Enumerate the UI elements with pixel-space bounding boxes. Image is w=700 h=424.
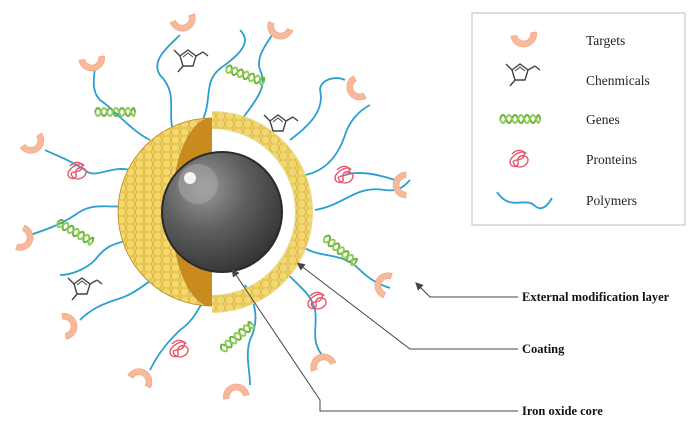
callout-lines	[231, 262, 518, 412]
svg-text:Chenmicals: Chenmicals	[586, 73, 650, 88]
svg-text:Targets: Targets	[586, 33, 625, 48]
legend-item-polymers: Polymers	[496, 191, 637, 210]
svg-text:Genes: Genes	[586, 112, 620, 127]
legend-frame	[471, 12, 686, 226]
legend-item-proteins: Pronteins	[509, 149, 637, 168]
legend: Targets Chenmicals Genes Pronteins Polym…	[471, 12, 686, 226]
nanoparticle	[117, 111, 313, 313]
legend-item-chemicals: Chenmicals	[505, 63, 650, 88]
callout-core: Iron oxide core	[522, 404, 603, 418]
iron-oxide-core	[161, 151, 283, 273]
polymer-icon	[496, 191, 553, 210]
callout-external-layer: External modification layer	[522, 290, 670, 304]
legend-item-genes: Genes	[499, 112, 620, 127]
callout-coating: Coating	[522, 342, 565, 356]
legend-item-targets: Targets	[510, 31, 625, 50]
svg-text:Pronteins: Pronteins	[586, 152, 637, 167]
svg-text:Polymers: Polymers	[586, 193, 637, 208]
